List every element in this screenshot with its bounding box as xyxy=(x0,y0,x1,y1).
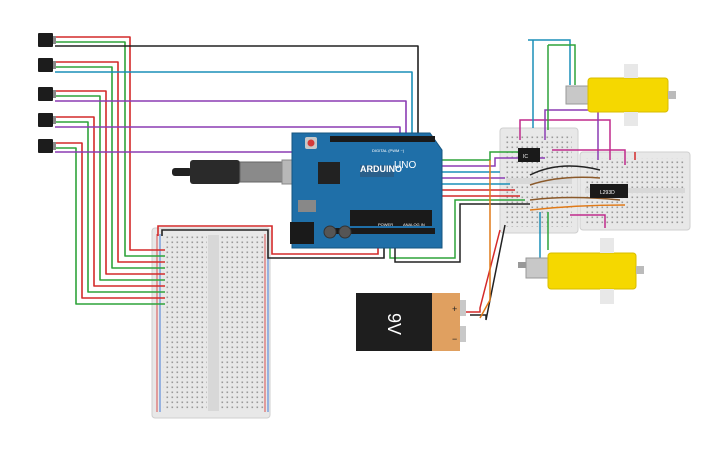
arduino-logo: UNO xyxy=(394,160,416,171)
battery-label: 9V xyxy=(384,313,404,335)
usb-cable xyxy=(172,159,301,185)
sensors xyxy=(38,33,56,153)
battery-9v: 9V + − xyxy=(356,293,466,351)
arduino-brand: ARDUINO xyxy=(360,164,402,174)
motor-driver-chip: L293D xyxy=(590,184,628,198)
breadboard-right xyxy=(579,151,691,231)
svg-text:L293D: L293D xyxy=(600,190,615,196)
power-wires xyxy=(157,225,385,259)
svg-text:IC: IC xyxy=(523,154,528,160)
small-ic: IC xyxy=(518,148,540,162)
battery-wires xyxy=(465,160,506,321)
motor-bottom xyxy=(518,238,644,304)
arduino-power-label: POWER xyxy=(378,222,393,227)
battery-plus: + xyxy=(452,304,457,314)
sensor-1 xyxy=(38,33,56,47)
sensor-4 xyxy=(38,113,56,127)
sensor-3 xyxy=(38,87,56,101)
arduino-analog-label: ANALOG IN xyxy=(403,222,425,227)
sensor-5 xyxy=(38,139,56,153)
arduino-uno: ARDUINO UNO DIGITAL (PWM ~) POWER ANALOG… xyxy=(290,132,443,249)
battery-minus: − xyxy=(452,334,457,344)
sensor-2 xyxy=(38,58,56,72)
motor-top xyxy=(565,64,676,126)
breadboard-small xyxy=(499,127,579,234)
right-board-wires xyxy=(519,39,636,258)
breadboard-large xyxy=(151,227,271,419)
arduino-digital-label: DIGITAL (PWM ~) xyxy=(372,148,405,153)
sensor-wires xyxy=(55,36,419,305)
